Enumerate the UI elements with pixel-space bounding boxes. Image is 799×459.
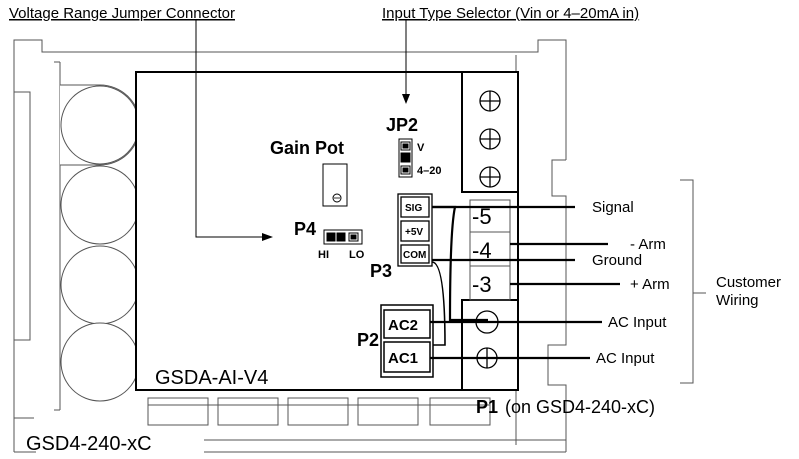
callout-arrows <box>195 20 407 238</box>
terminal-minus3: -3 <box>472 272 492 297</box>
p1-label: P1 <box>476 397 498 417</box>
wire-label-minus-arm: - Arm <box>630 236 666 253</box>
p4-lo-label: LO <box>349 249 365 261</box>
bottom-tabs <box>147 397 491 426</box>
terminal-minus4: -4 <box>472 238 492 263</box>
jp2-v-label: V <box>417 142 425 154</box>
jp2-jumper <box>398 138 413 178</box>
customer-wiring-line1: Customer <box>716 274 781 291</box>
p4-label: P4 <box>294 219 316 239</box>
wire-label-plus-arm: + Arm <box>630 276 670 293</box>
p2-pin-ac2: AC2 <box>388 317 418 334</box>
base-name: GSD4-240-xC <box>26 433 152 455</box>
p1-terminal-strip <box>469 199 511 301</box>
heatsink-bumps <box>60 84 141 402</box>
p3-pin-5v: +5V <box>405 227 423 238</box>
p4-hi-label: HI <box>318 249 329 261</box>
board-name: GSDA-AI-V4 <box>155 367 268 389</box>
input-selector-title: Input Type Selector (Vin or 4–20mA in) <box>382 5 639 22</box>
p3-connector <box>397 193 433 267</box>
jp2-label: JP2 <box>386 115 418 135</box>
p2-connector <box>380 304 434 378</box>
gain-pot-label: Gain Pot <box>270 138 344 158</box>
p3-pin-sig: SIG <box>405 203 422 214</box>
p2-pin-ac1: AC1 <box>388 350 418 367</box>
screw-terminals-top <box>479 90 501 188</box>
customer-bracket <box>680 179 694 384</box>
wire-label-ac-input-1: AC Input <box>608 314 667 331</box>
arrow-to-jp2-icon <box>402 94 410 104</box>
arrow-to-p4-icon <box>262 233 273 241</box>
wires <box>430 205 620 360</box>
p3-label: P3 <box>370 261 392 281</box>
p4-jumper <box>323 229 363 245</box>
p3-pin-com: COM <box>403 250 426 261</box>
wire-label-signal: Signal <box>592 199 634 216</box>
p2-label: P2 <box>357 330 379 350</box>
p1-note: (on GSD4-240-xC) <box>505 397 655 417</box>
wire-label-ground: Ground <box>592 252 642 269</box>
wire-label-ac-input-2: AC Input <box>596 350 655 367</box>
voltage-jumper-title: Voltage Range Jumper Connector <box>9 5 235 22</box>
terminal-minus5: -5 <box>472 204 492 229</box>
customer-wiring-line2: Wiring <box>716 292 759 309</box>
jp2-420-label: 4–20 <box>417 165 441 177</box>
